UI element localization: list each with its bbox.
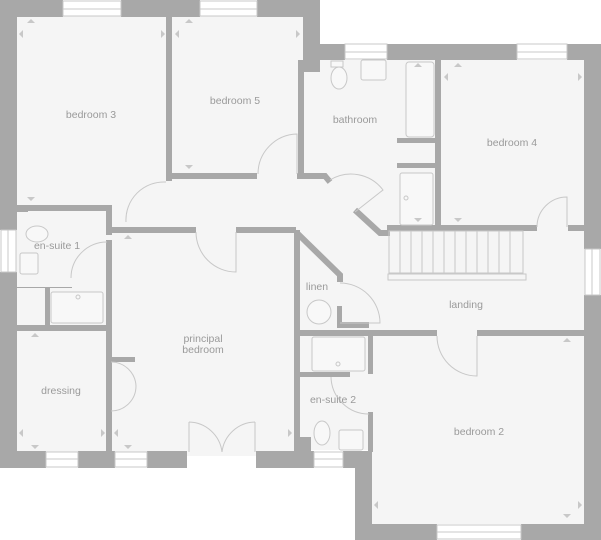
- room-label-bedroom-3: bedroom 3: [65, 109, 117, 121]
- door-swings: [70, 133, 568, 453]
- en-suite-2-shower: [311, 336, 366, 372]
- room-label-en-suite-1: en-suite 1: [33, 240, 81, 252]
- diagonal-walls: [294, 173, 390, 282]
- bathroom-bath: [405, 61, 435, 138]
- fixtures: [19, 59, 435, 451]
- en-suite-1-basin: [19, 252, 39, 275]
- staircase: [387, 230, 527, 281]
- room-label-dressing: dressing: [41, 385, 81, 397]
- bathroom-toilet-cistern: [330, 60, 344, 68]
- en-suite-2-toilet: [313, 420, 331, 446]
- en-suite-1-shower: [50, 291, 104, 324]
- room-label-principal-bedroom: principal bedroom: [168, 334, 238, 356]
- room-label-en-suite-2: en-suite 2: [309, 394, 357, 406]
- room-label-bedroom-4: bedroom 4: [486, 137, 538, 149]
- bathroom-toilet: [330, 66, 348, 90]
- room-label-linen: linen: [305, 281, 329, 293]
- room-label-bathroom: bathroom: [332, 114, 378, 126]
- bathroom-basin: [360, 59, 387, 81]
- window-sills: [7, 8, 593, 533]
- room-label-landing: landing: [449, 299, 483, 311]
- room-label-bedroom-2: bedroom 2: [453, 426, 505, 438]
- linen-cylinder: [306, 299, 332, 325]
- en-suite-1-toilet: [25, 225, 49, 243]
- room-label-principal-line1: principal: [183, 333, 223, 345]
- room-label-bedroom-5: bedroom 5: [209, 95, 261, 107]
- room-label-principal-line2: bedroom: [182, 344, 224, 356]
- internal-walls: [16, 16, 585, 452]
- bathroom-shower: [399, 172, 434, 226]
- en-suite-2-basin: [338, 429, 364, 451]
- dimension-markers: [19, 19, 582, 518]
